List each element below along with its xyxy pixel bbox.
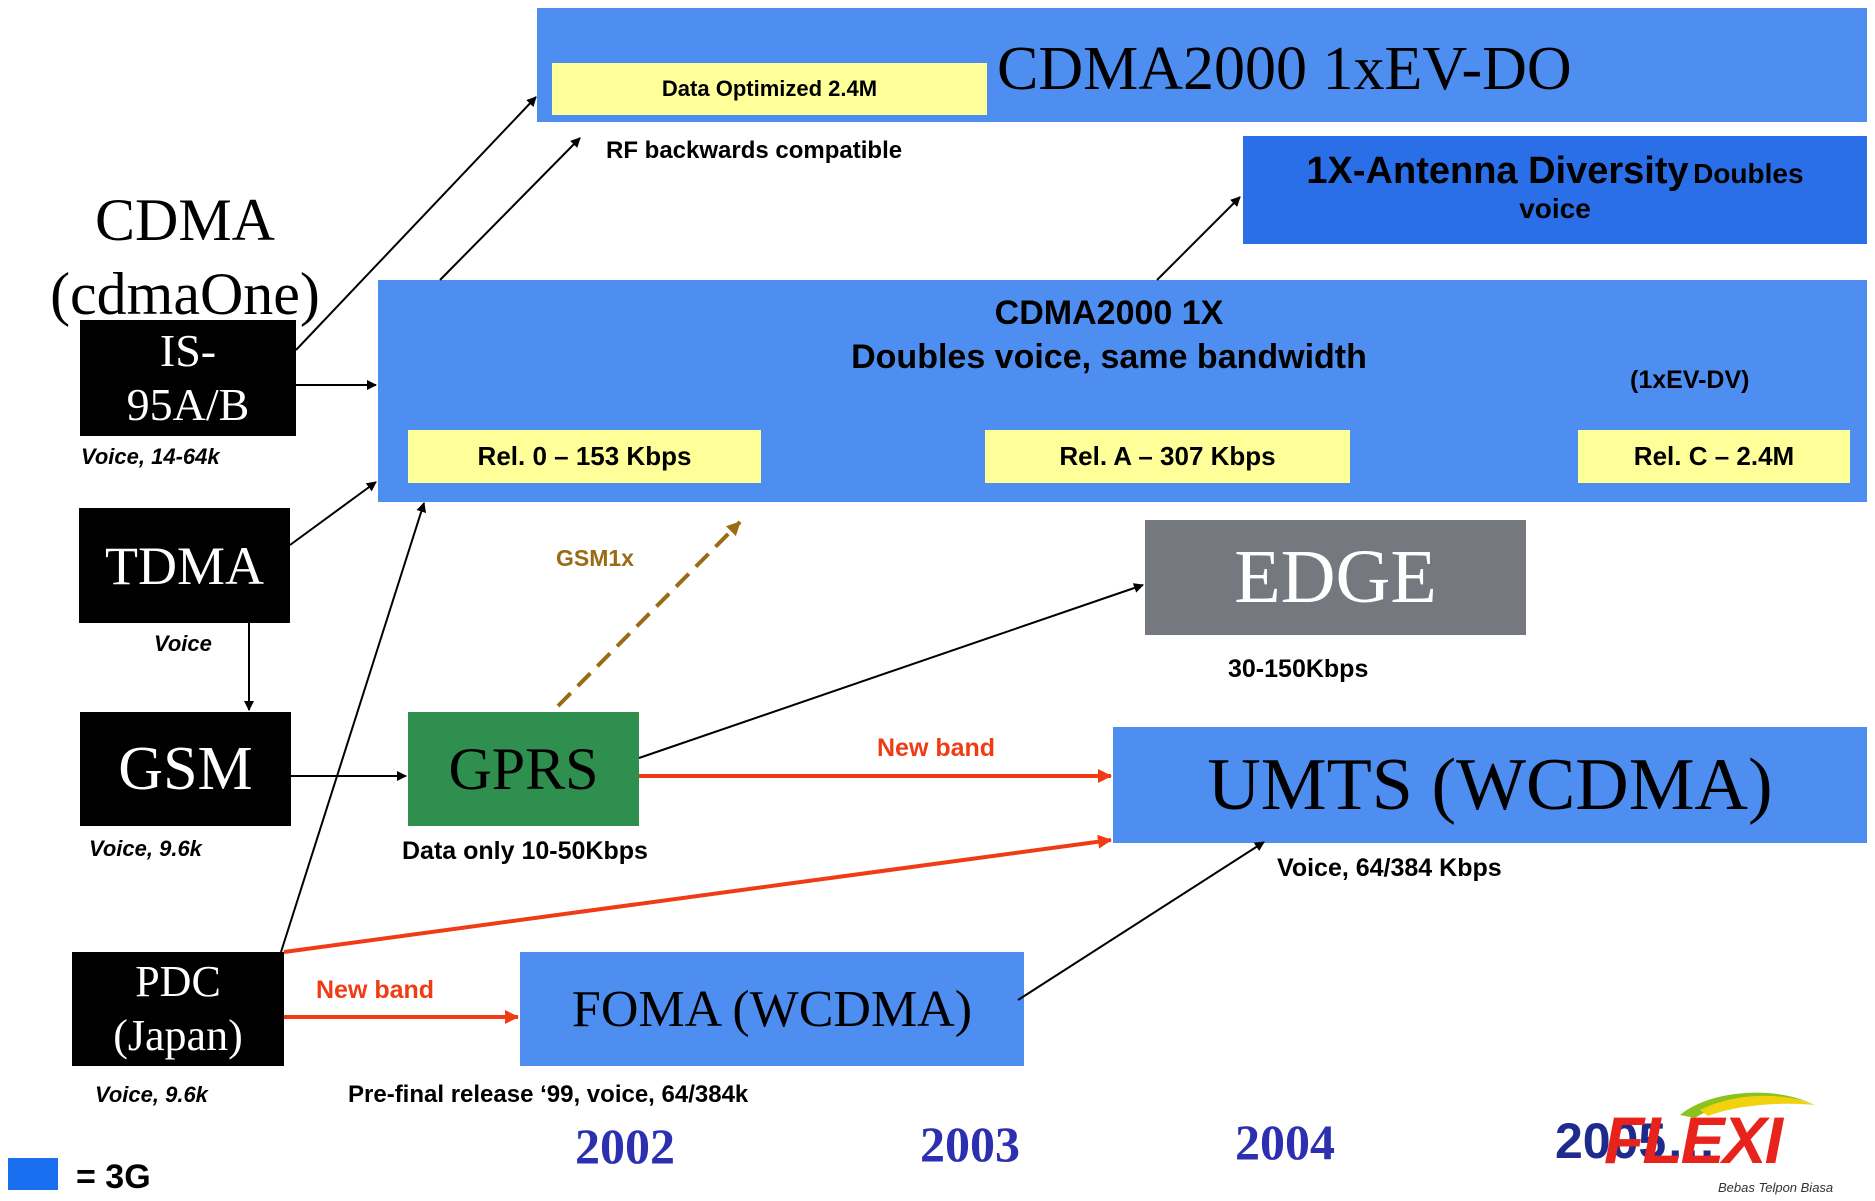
umts-note: Voice, 64/384 Kbps	[1277, 854, 1502, 882]
antenna-diversity-title: 1X-Antenna Diversity	[1306, 150, 1689, 192]
arrow-pdc-to-umts	[283, 834, 1112, 954]
foma-note: Pre-final release ‘99, voice, 64/384k	[348, 1081, 749, 1108]
cdma-one-line1: CDMA	[94, 187, 276, 253]
gprs-note: Data only 10-50Kbps	[402, 837, 648, 865]
year-2005: 2005…	[1555, 1113, 1717, 1169]
edge-note: 30-150Kbps	[1228, 655, 1369, 683]
foma-label: FOMA (WCDMA)	[571, 980, 973, 1038]
flexi-logo: FLEXI Bebas Telpon Biasa	[1600, 1080, 1870, 1196]
foma-box: FOMA (WCDMA)	[520, 952, 1024, 1066]
gprs-box: GPRS	[408, 712, 639, 826]
is95-line2: 95A/B	[126, 379, 250, 430]
legend-3g-swatch	[8, 1158, 58, 1190]
pdc-line2: (Japan)	[113, 1011, 243, 1060]
rel-a-badge: Rel. A – 307 Kbps	[985, 430, 1350, 483]
antenna-diversity-line1: 1X-Antenna Diversity Doubles	[1243, 150, 1867, 193]
umts-box: UMTS (WCDMA)	[1113, 727, 1867, 843]
new-band-label-gprs: New band	[877, 734, 996, 762]
is95-line1: IS-	[159, 325, 217, 376]
cdma2000-1x-box: CDMA2000 1X Doubles voice, same bandwidt…	[378, 280, 1867, 502]
ev-do-title: CDMA2000 1xEV-DO	[997, 35, 1572, 103]
ev-do-box: CDMA2000 1xEV-DO Data Optimized 2.4M	[537, 8, 1867, 122]
tdma-note: Voice	[154, 631, 212, 656]
umts-label: UMTS (WCDMA)	[1207, 743, 1773, 826]
gsm-note: Voice, 9.6k	[89, 836, 202, 861]
flexi-logo-tagline: Bebas Telpon Biasa	[1718, 1180, 1834, 1195]
arrow-is95-to-evdo	[295, 96, 537, 351]
ev-do-badge: Data Optimized 2.4M	[552, 63, 987, 115]
arrow-foma-to-umts	[1017, 841, 1265, 1001]
legend-3g-label: = 3G	[76, 1158, 151, 1196]
arrow-1x-to-antenna	[1156, 196, 1241, 281]
is95-box: IS- 95A/B	[80, 320, 296, 436]
gsm-label: GSM	[118, 734, 253, 803]
cdma2000-1x-subtitle: Doubles voice, same bandwidth	[851, 338, 1367, 376]
arrow-pdc-to-1x	[280, 502, 427, 953]
gprs-label: GPRS	[448, 735, 599, 802]
arrow-gprs-to-1x-dashed	[556, 520, 742, 708]
year-2004: 2004	[1235, 1114, 1335, 1170]
new-band-label-pdc: New band	[316, 976, 435, 1004]
flexi-logo-text: FLEXI	[1604, 1103, 1783, 1177]
pdc-line1: PDC	[135, 957, 221, 1006]
arrow-gprs-to-edge	[638, 583, 1144, 759]
cdma-one-line2: (cdmaOne)	[50, 261, 320, 327]
cdma2000-1x-title: CDMA2000 1X	[994, 294, 1224, 332]
tdma-box: TDMA	[79, 508, 290, 623]
year-2003: 2003	[920, 1116, 1020, 1172]
edge-label: EDGE	[1234, 535, 1437, 619]
is95-note: Voice, 14-64k	[81, 444, 220, 469]
antenna-diversity-box: 1X-Antenna Diversity Doubles voice	[1243, 136, 1867, 244]
pdc-note: Voice, 9.6k	[95, 1082, 208, 1107]
arrow-tdma-to-1x	[289, 481, 377, 546]
gsm-box: GSM	[80, 712, 291, 826]
gsm1x-label: GSM1x	[556, 545, 634, 571]
arrow-1x-to-evdo-compat	[439, 137, 581, 281]
ev-do-note: RF backwards compatible	[606, 137, 903, 164]
rel-0-badge: Rel. 0 – 153 Kbps	[408, 430, 761, 483]
tdma-label: TDMA	[105, 535, 264, 596]
cdma-one-label: CDMA (cdmaOne)	[40, 183, 330, 331]
antenna-diversity-line2: voice	[1519, 193, 1591, 224]
ev-dv-label: (1xEV-DV)	[1630, 366, 1750, 394]
edge-box: EDGE	[1145, 520, 1526, 635]
rel-c-badge: Rel. C – 2.4M	[1578, 430, 1850, 483]
antenna-diversity-suffix: Doubles	[1693, 158, 1804, 189]
pdc-box: PDC (Japan)	[72, 952, 284, 1066]
year-2002: 2002	[575, 1118, 675, 1174]
flexi-logo-swoosh	[1680, 1092, 1815, 1118]
